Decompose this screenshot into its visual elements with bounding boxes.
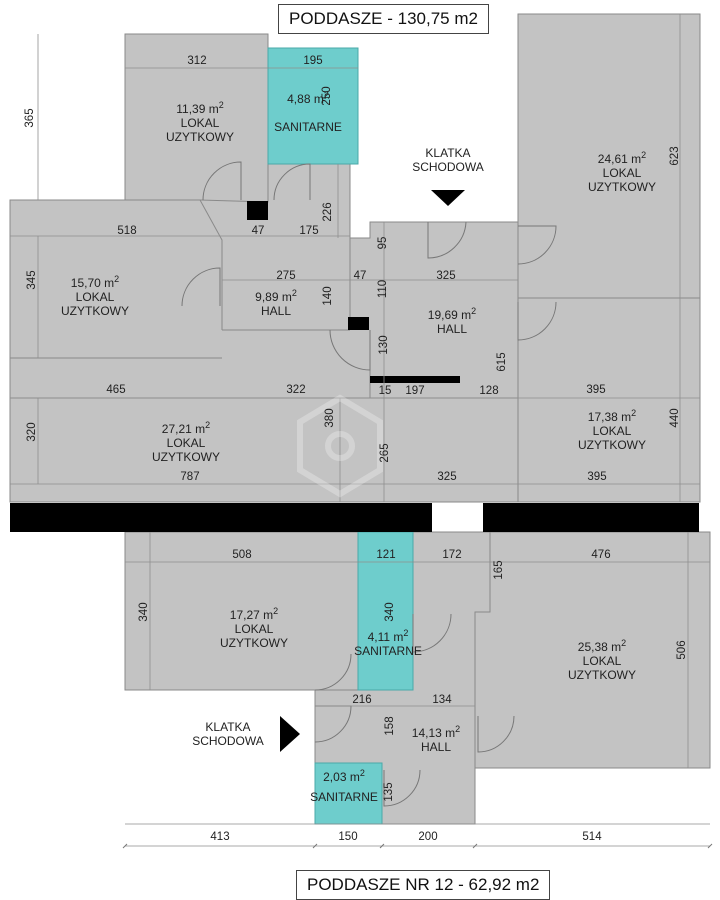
dim-623: 623 (669, 146, 681, 166)
bottom-title: PODDASZE NR 12 - 62,92 m2 (296, 870, 551, 900)
room-r11-shape (474, 531, 711, 769)
room-label-r13: 2,03 m2 SANITARNE (310, 768, 378, 804)
dim-134: 134 (432, 694, 452, 706)
chimney-2 (348, 317, 369, 330)
dim-250: 250 (321, 86, 333, 106)
dim-275: 275 (276, 270, 296, 282)
dim-135: 135 (383, 782, 395, 802)
dim-226: 226 (322, 202, 334, 222)
dim-320: 320 (26, 422, 38, 442)
dim-172: 172 (442, 549, 462, 561)
dim-312: 312 (187, 55, 207, 67)
upper-floor (9, 13, 701, 503)
dim-140: 140 (322, 286, 334, 306)
top-title: PODDASZE - 130,75 m2 (278, 4, 489, 34)
dim-197: 197 (405, 385, 425, 397)
room-label-r12: 14,13 m2 HALL (411, 724, 461, 754)
dim-340b: 340 (384, 602, 396, 622)
stair-arrow-right-icon (280, 716, 300, 752)
dim-413: 413 (210, 831, 230, 843)
dim-325b: 325 (437, 471, 457, 483)
dim-322: 322 (286, 384, 306, 396)
dim-128: 128 (479, 385, 499, 397)
room-r2-shape (267, 47, 359, 165)
room-label-r6: 19,69 m2 HALL (427, 306, 477, 336)
dim-216: 216 (352, 694, 372, 706)
lower-floor (124, 531, 711, 825)
dim-265: 265 (379, 443, 391, 463)
room-label-r2: 4,88 m2 SANITARNE (274, 90, 342, 134)
dim-325a: 325 (436, 270, 456, 282)
dim-195: 195 (303, 55, 323, 67)
walls (10, 201, 699, 532)
dim-465: 465 (106, 384, 126, 396)
chimney-1 (247, 201, 268, 220)
dim-380: 380 (324, 408, 336, 428)
dim-15: 15 (378, 385, 392, 397)
dim-340a: 340 (138, 602, 150, 622)
dim-787: 787 (180, 471, 200, 483)
dim-121: 121 (376, 549, 396, 561)
dim-365: 365 (24, 108, 36, 128)
dim-615: 615 (496, 352, 508, 372)
room-label-r5: 9,89 m2 HALL (255, 288, 297, 318)
door-swings (181, 161, 557, 807)
dim-345: 345 (26, 270, 38, 290)
dimension-ticks (122, 843, 713, 849)
wall-left-slab (10, 503, 432, 532)
stair-arrow-down-icon (431, 190, 465, 206)
dim-440: 440 (669, 408, 681, 428)
watermark-logo-icon (297, 394, 383, 498)
dimension-lines (10, 14, 710, 847)
dim-158: 158 (384, 716, 396, 736)
dim-395b: 395 (587, 471, 607, 483)
dim-130: 130 (378, 335, 390, 355)
dim-150: 150 (338, 831, 358, 843)
dim-175: 175 (299, 225, 319, 237)
room-r13-shape (314, 762, 383, 825)
wall-right-slab (483, 503, 699, 532)
dim-514: 514 (582, 831, 602, 843)
dim-508: 508 (232, 549, 252, 561)
dim-47a: 47 (251, 225, 265, 237)
wall-hall-bar (370, 376, 460, 383)
dim-395a: 395 (586, 384, 606, 396)
dim-476: 476 (591, 549, 611, 561)
dim-47b: 47 (353, 270, 367, 282)
dim-518: 518 (117, 225, 137, 237)
dim-165: 165 (493, 560, 505, 580)
room-r10-shape (357, 531, 414, 691)
dim-110: 110 (377, 279, 389, 299)
dim-200: 200 (418, 831, 438, 843)
dim-95: 95 (377, 236, 389, 250)
room-label-r10: 4,11 m2 SANITARNE (354, 628, 422, 658)
dim-506: 506 (676, 640, 688, 660)
